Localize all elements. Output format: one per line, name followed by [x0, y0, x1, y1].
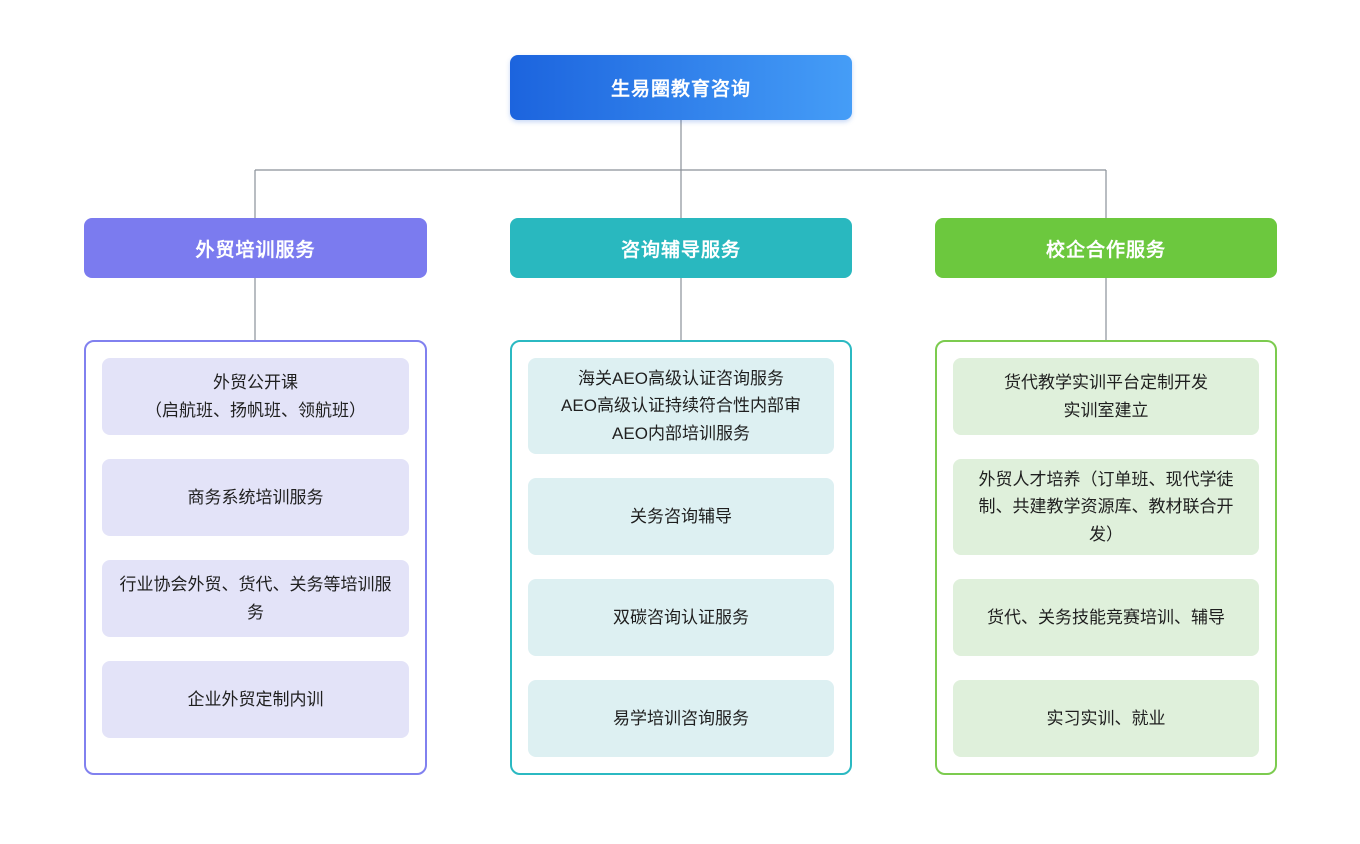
branch-container-foreign-trade-training: 外贸公开课 （启航班、扬帆班、领航班） 商务系统培训服务 行业协会外贸、货代、关…	[84, 340, 427, 775]
leaf-item: 货代教学实训平台定制开发 实训室建立	[953, 358, 1259, 435]
leaf-item: 实习实训、就业	[953, 680, 1259, 757]
leaf-item: 外贸人才培养（订单班、现代学徒制、共建教学资源库、教材联合开发）	[953, 459, 1259, 555]
branch-header-foreign-trade-training: 外贸培训服务	[84, 218, 427, 278]
branch-container-consulting-coaching: 海关AEO高级认证咨询服务 AEO高级认证持续符合性内部审 AEO内部培训服务 …	[510, 340, 852, 775]
branch-header-school-enterprise: 校企合作服务	[935, 218, 1277, 278]
leaf-item: 关务咨询辅导	[528, 478, 834, 555]
leaf-item: 海关AEO高级认证咨询服务 AEO高级认证持续符合性内部审 AEO内部培训服务	[528, 358, 834, 454]
leaf-item: 企业外贸定制内训	[102, 661, 409, 738]
leaf-item: 商务系统培训服务	[102, 459, 409, 536]
branch-header-consulting-coaching: 咨询辅导服务	[510, 218, 852, 278]
branch-container-school-enterprise: 货代教学实训平台定制开发 实训室建立 外贸人才培养（订单班、现代学徒制、共建教学…	[935, 340, 1277, 775]
leaf-item: 行业协会外贸、货代、关务等培训服务	[102, 560, 409, 637]
leaf-item: 货代、关务技能竞赛培训、辅导	[953, 579, 1259, 656]
leaf-item: 易学培训咨询服务	[528, 680, 834, 757]
leaf-item: 外贸公开课 （启航班、扬帆班、领航班）	[102, 358, 409, 435]
root-node: 生易圈教育咨询	[510, 55, 852, 120]
leaf-item: 双碳咨询认证服务	[528, 579, 834, 656]
